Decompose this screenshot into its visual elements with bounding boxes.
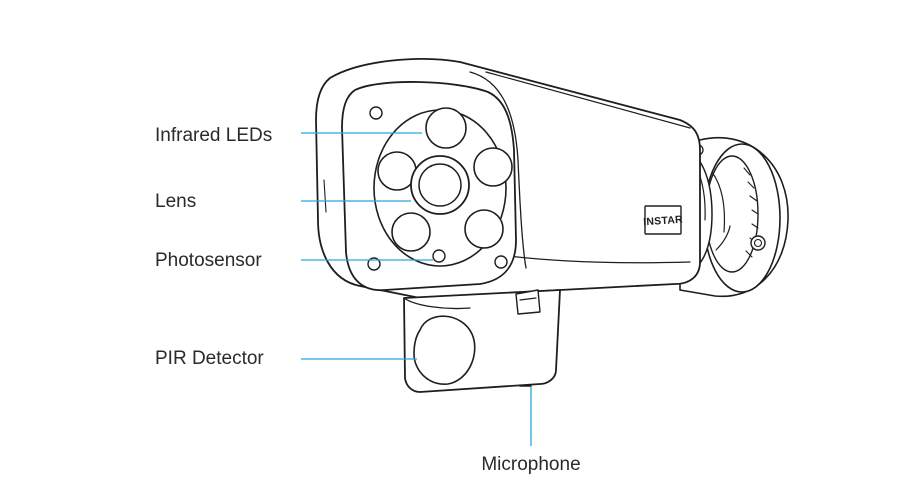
label-photosensor: Photosensor: [155, 250, 262, 271]
pir-lens-icon: [413, 315, 476, 385]
label-pir-detector: PIR Detector: [155, 348, 264, 369]
brand-label: INSTAR: [643, 214, 683, 229]
infrared-led: [464, 209, 504, 249]
infrared-led: [391, 212, 431, 252]
label-lens: Lens: [155, 191, 196, 212]
label-infrared-leds: Infrared LEDs: [155, 125, 272, 146]
label-microphone: Microphone: [481, 454, 580, 475]
leader-lines: [301, 132, 532, 446]
callout-labels: Infrared LEDs Lens Photosensor PIR Detec…: [155, 125, 581, 475]
screw-icon: [494, 255, 508, 269]
pir-housing: [403, 289, 561, 393]
screw-icon: [367, 257, 381, 271]
camera-front-face: [341, 81, 517, 291]
screw-icon: [369, 106, 383, 120]
brand-badge: INSTAR: [643, 205, 683, 235]
lens-icon: [410, 155, 470, 215]
photosensor-icon: [432, 249, 446, 263]
infrared-led: [473, 147, 513, 187]
camera-illustration: INSTAR: [315, 58, 789, 393]
infrared-led: [425, 107, 467, 149]
